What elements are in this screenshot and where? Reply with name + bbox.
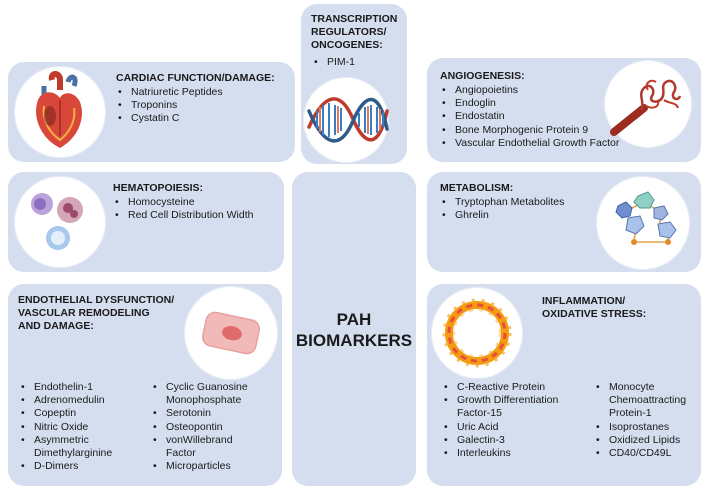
inflammation-list-left: C-Reactive Protein Growth Differentiatio… [443,381,593,460]
endothelial-icon-circle [184,286,278,380]
endothelial-title: ENDOTHELIAL DYSFUNCTION/ VASCULAR REMODE… [18,294,175,332]
cardiac-title: CARDIAC FUNCTION/DAMAGE: [116,72,275,84]
list-item: Galectin-3 [443,434,593,447]
transcription-list: PIM-1 [313,56,355,69]
cardiac-list: Natriuretic Peptides Troponins Cystatin … [117,86,223,126]
metabolism-title: METABOLISM: [440,182,514,194]
list-item: Bone Morphogenic Protein 9 [441,124,619,137]
list-item: D-Dimers [20,460,150,473]
list-item: Serotonin [152,407,278,420]
center-panel [292,172,416,486]
cardiac-icon-circle [14,66,106,158]
list-item: Microparticles [152,460,278,473]
list-item: C-Reactive Protein [443,381,593,394]
endothelial-cell-icon [201,311,261,355]
list-item: Adrenomedulin [20,394,150,407]
metabolism-icon-circle [596,176,690,270]
list-item: CD40/CD49L [595,447,695,460]
hematopoiesis-icon-circle [14,176,106,268]
angiogenesis-title: ANGIOGENESIS: [440,70,525,82]
list-item: Asymmetric Dimethylarginine [20,434,120,460]
list-item: Ghrelin [441,209,564,222]
list-item: PIM-1 [313,56,355,69]
hematopoiesis-list: Homocysteine Red Cell Distribution Width [114,196,253,223]
list-item: vonWillebrand Factor [152,434,256,460]
blood-vessel-icon [610,79,682,136]
list-item: Growth Differentiation Factor-15 [443,394,577,420]
list-item: Vascular Endothelial Growth Factor [441,137,619,150]
metabolism-list: Tryptophan Metabolites Ghrelin [441,196,564,223]
transcription-title: TRANSCRIPTION REGULATORS/ ONCOGENES: [311,13,398,51]
angiogenesis-list: Angiopoietins Endoglin Endostatin Bone M… [441,84,619,150]
hematopoiesis-title: HEMATOPOIESIS: [113,182,204,194]
list-item: Monocyte Chemoattracting Protein-1 [595,381,686,421]
list-item: Interleukins [443,447,593,460]
list-item: Angiopoietins [441,84,619,97]
list-item: Copeptin [20,407,150,420]
list-item: Endostatin [441,110,619,123]
dna-helix-icon [307,97,389,143]
endothelial-list-left: Endothelin-1 Adrenomedulin Copeptin Nitr… [20,381,150,474]
angiogenesis-icon-circle [604,60,692,148]
list-item: Tryptophan Metabolites [441,196,564,209]
list-item: Cystatin C [117,112,223,125]
list-item: Endothelin-1 [20,381,150,394]
heart-icon [36,71,82,148]
fire-ring-icon [442,298,512,368]
list-item: Osteopontin [152,421,278,434]
list-item: Uric Acid [443,421,593,434]
list-item: Troponins [117,99,223,112]
list-item: Red Cell Distribution Width [114,209,253,222]
inflammation-title: INFLAMMATION/ OXIDATIVE STRESS: [542,295,647,320]
list-item: Natriuretic Peptides [117,86,223,99]
blood-cells-icon [31,193,83,250]
transcription-icon-circle [303,77,389,163]
list-item: Cyclic Guanosine Monophosphate [152,381,278,407]
center-title: PAH BIOMARKERS [295,310,413,350]
list-item: Oxidized Lipids [595,434,695,447]
inflammation-list-right: Monocyte Chemoattracting Protein-1 Isopr… [595,381,695,460]
list-item: Isoprostanes [595,421,695,434]
list-item: Homocysteine [114,196,253,209]
list-item: Nitric Oxide [20,421,150,434]
molecule-icon [615,191,677,245]
inflammation-icon-circle [431,287,523,379]
endothelial-list-right: Cyclic Guanosine Monophosphate Serotonin… [152,381,278,474]
list-item: Endoglin [441,97,619,110]
